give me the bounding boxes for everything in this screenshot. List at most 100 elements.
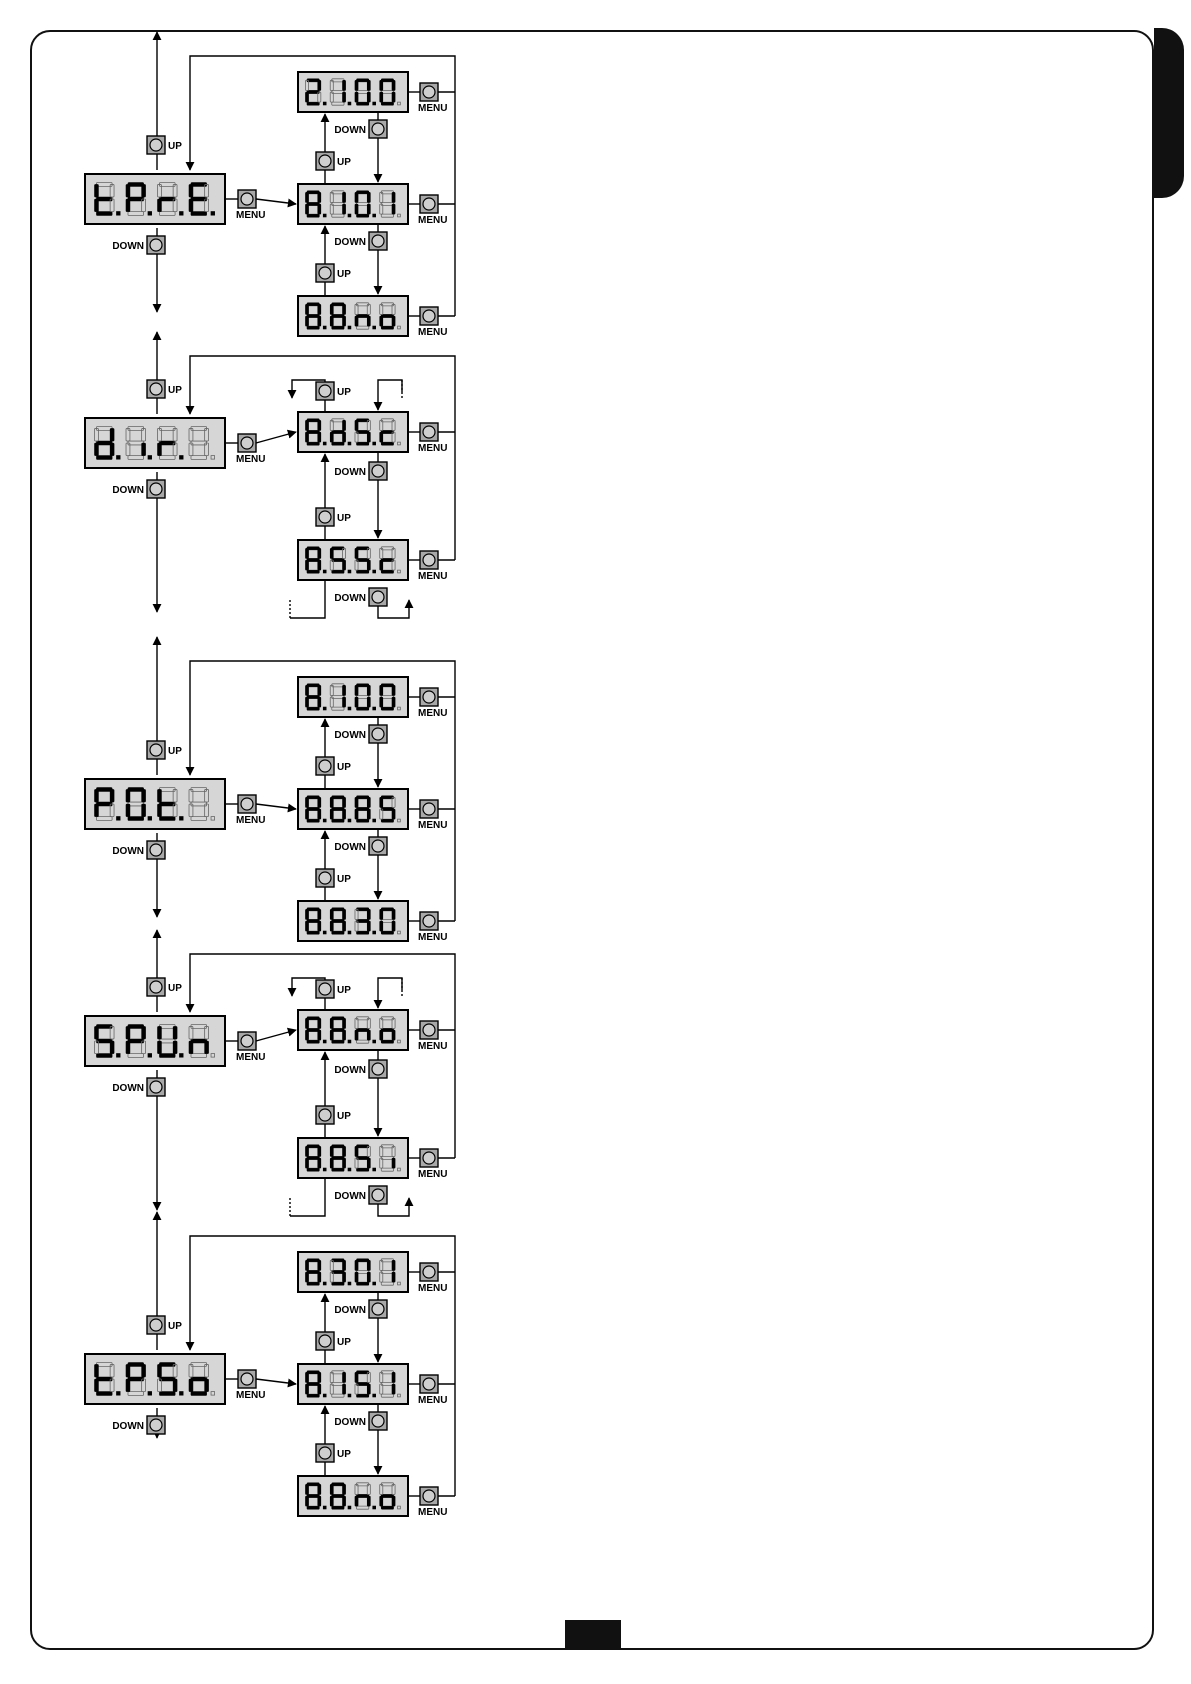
button-circle-icon [423,691,435,703]
main-menu-button[interactable]: MENU [236,190,265,221]
decimal-dot-on [180,456,184,460]
main-menu-button[interactable]: MENU [236,1032,265,1063]
segment-f-on [330,1484,333,1494]
segment-g-on [307,1156,319,1159]
option-menu-button[interactable]: MENU [418,195,447,226]
segment-b-on [343,80,346,90]
value-down-button[interactable]: DOWN [334,725,387,743]
wrap-up-button[interactable]: UP [316,980,351,998]
segment-e-on [330,921,333,931]
option-menu-button[interactable]: MENU [418,423,447,454]
value-up-button[interactable]: UP [316,264,351,282]
button-label: MENU [418,820,447,831]
segment-c-on [318,1496,321,1506]
wrap-up-entry [290,580,325,618]
value-down-button[interactable]: DOWN [334,120,387,138]
main-menu-button[interactable]: MENU [236,795,265,826]
main-menu-button[interactable]: MENU [236,434,265,465]
segment-b-on [343,1146,346,1156]
wrap-down-button[interactable]: DOWN [334,588,387,606]
segment-e-on [380,1496,383,1506]
button-circle-icon [150,844,162,856]
option-display-tpre-3: 8.8.n.o [298,296,408,336]
decimal-dot-on [348,1394,351,1397]
segment-e-on [189,1379,193,1392]
value-up-button[interactable]: UP [316,1106,351,1124]
value-down-button[interactable]: DOWN [334,837,387,855]
segment-c-on [318,316,321,326]
main-up-button[interactable]: UP [147,741,182,759]
option-menu-button[interactable]: MENU [418,551,447,582]
wrap-up-button[interactable]: UP [316,382,351,400]
segment-e-on [355,92,358,102]
value-up-button[interactable]: UP [316,757,351,775]
segment-a-on [357,684,369,687]
option-display-dir-2: 8.S.S.c [298,540,408,580]
option-menu-button[interactable]: MENU [418,307,447,338]
button-label: DOWN [334,1417,366,1428]
segment-c-on [367,1158,370,1168]
value-up-button[interactable]: UP [316,1332,351,1350]
segment-f-on [330,1018,333,1028]
button-label: DOWN [334,237,366,248]
main-up-button[interactable]: UP [147,978,182,996]
option-menu-button[interactable]: MENU [418,83,447,114]
segment-c-on [318,921,321,931]
option-menu-button[interactable]: MENU [418,1375,447,1406]
segment-c-on [142,443,146,456]
button-circle-icon [150,139,162,151]
value-down-button[interactable]: DOWN [334,232,387,250]
decimal-dot-on [373,326,376,329]
segment-c-on [318,204,321,214]
button-circle-icon [423,1024,435,1036]
option-menu-button[interactable]: MENU [418,1149,447,1180]
segment-b-on [392,192,395,202]
main-down-button[interactable]: DOWN [112,841,165,859]
decimal-dot-on [348,326,351,329]
button-circle-icon [241,437,253,449]
value-up-button[interactable]: UP [316,508,351,526]
segment-c-on [343,316,346,326]
segment-e-on [189,1041,193,1054]
main-down-button[interactable]: DOWN [112,236,165,254]
segment-c-on [343,92,346,102]
value-up-button[interactable]: UP [316,869,351,887]
main-up-button[interactable]: UP [147,1316,182,1334]
wrap-down-button[interactable]: DOWN [334,1186,387,1204]
main-display-tpso: t.P.S.o [85,1354,225,1404]
option-menu-button[interactable]: MENU [418,688,447,719]
segment-b-on [343,685,346,695]
segment-g-on [381,1028,393,1031]
value-up-button[interactable]: UP [316,1444,351,1462]
segment-a-on [357,79,369,82]
main-down-button[interactable]: DOWN [112,1416,165,1434]
button-circle-icon [372,840,384,852]
segment-g-on [332,807,344,810]
value-down-button[interactable]: DOWN [334,1300,387,1318]
option-menu-button[interactable]: MENU [418,1021,447,1052]
value-down-button[interactable]: DOWN [334,462,387,480]
segment-e-on [158,443,162,456]
value-up-button[interactable]: UP [316,152,351,170]
segment-f-on [95,1364,99,1377]
segment-f-on [126,1364,130,1377]
option-menu-button[interactable]: MENU [418,912,447,943]
segment-e-on [305,809,308,819]
decimal-dot-on [323,102,326,105]
main-down-button[interactable]: DOWN [112,480,165,498]
segment-d-on [381,442,393,445]
button-label: MENU [418,1507,447,1518]
segment-d-on [307,326,319,329]
segment-d-on [357,570,369,573]
option-menu-button[interactable]: MENU [418,1263,447,1294]
value-down-button[interactable]: DOWN [334,1412,387,1430]
segment-d-on [332,1282,344,1285]
main-up-button[interactable]: UP [147,380,182,398]
main-up-button[interactable]: UP [147,136,182,154]
value-down-button[interactable]: DOWN [334,1060,387,1078]
main-down-button[interactable]: DOWN [112,1078,165,1096]
main-menu-button[interactable]: MENU [236,1370,265,1401]
option-menu-button[interactable]: MENU [418,800,447,831]
button-label: UP [337,269,351,280]
option-menu-button[interactable]: MENU [418,1487,447,1518]
